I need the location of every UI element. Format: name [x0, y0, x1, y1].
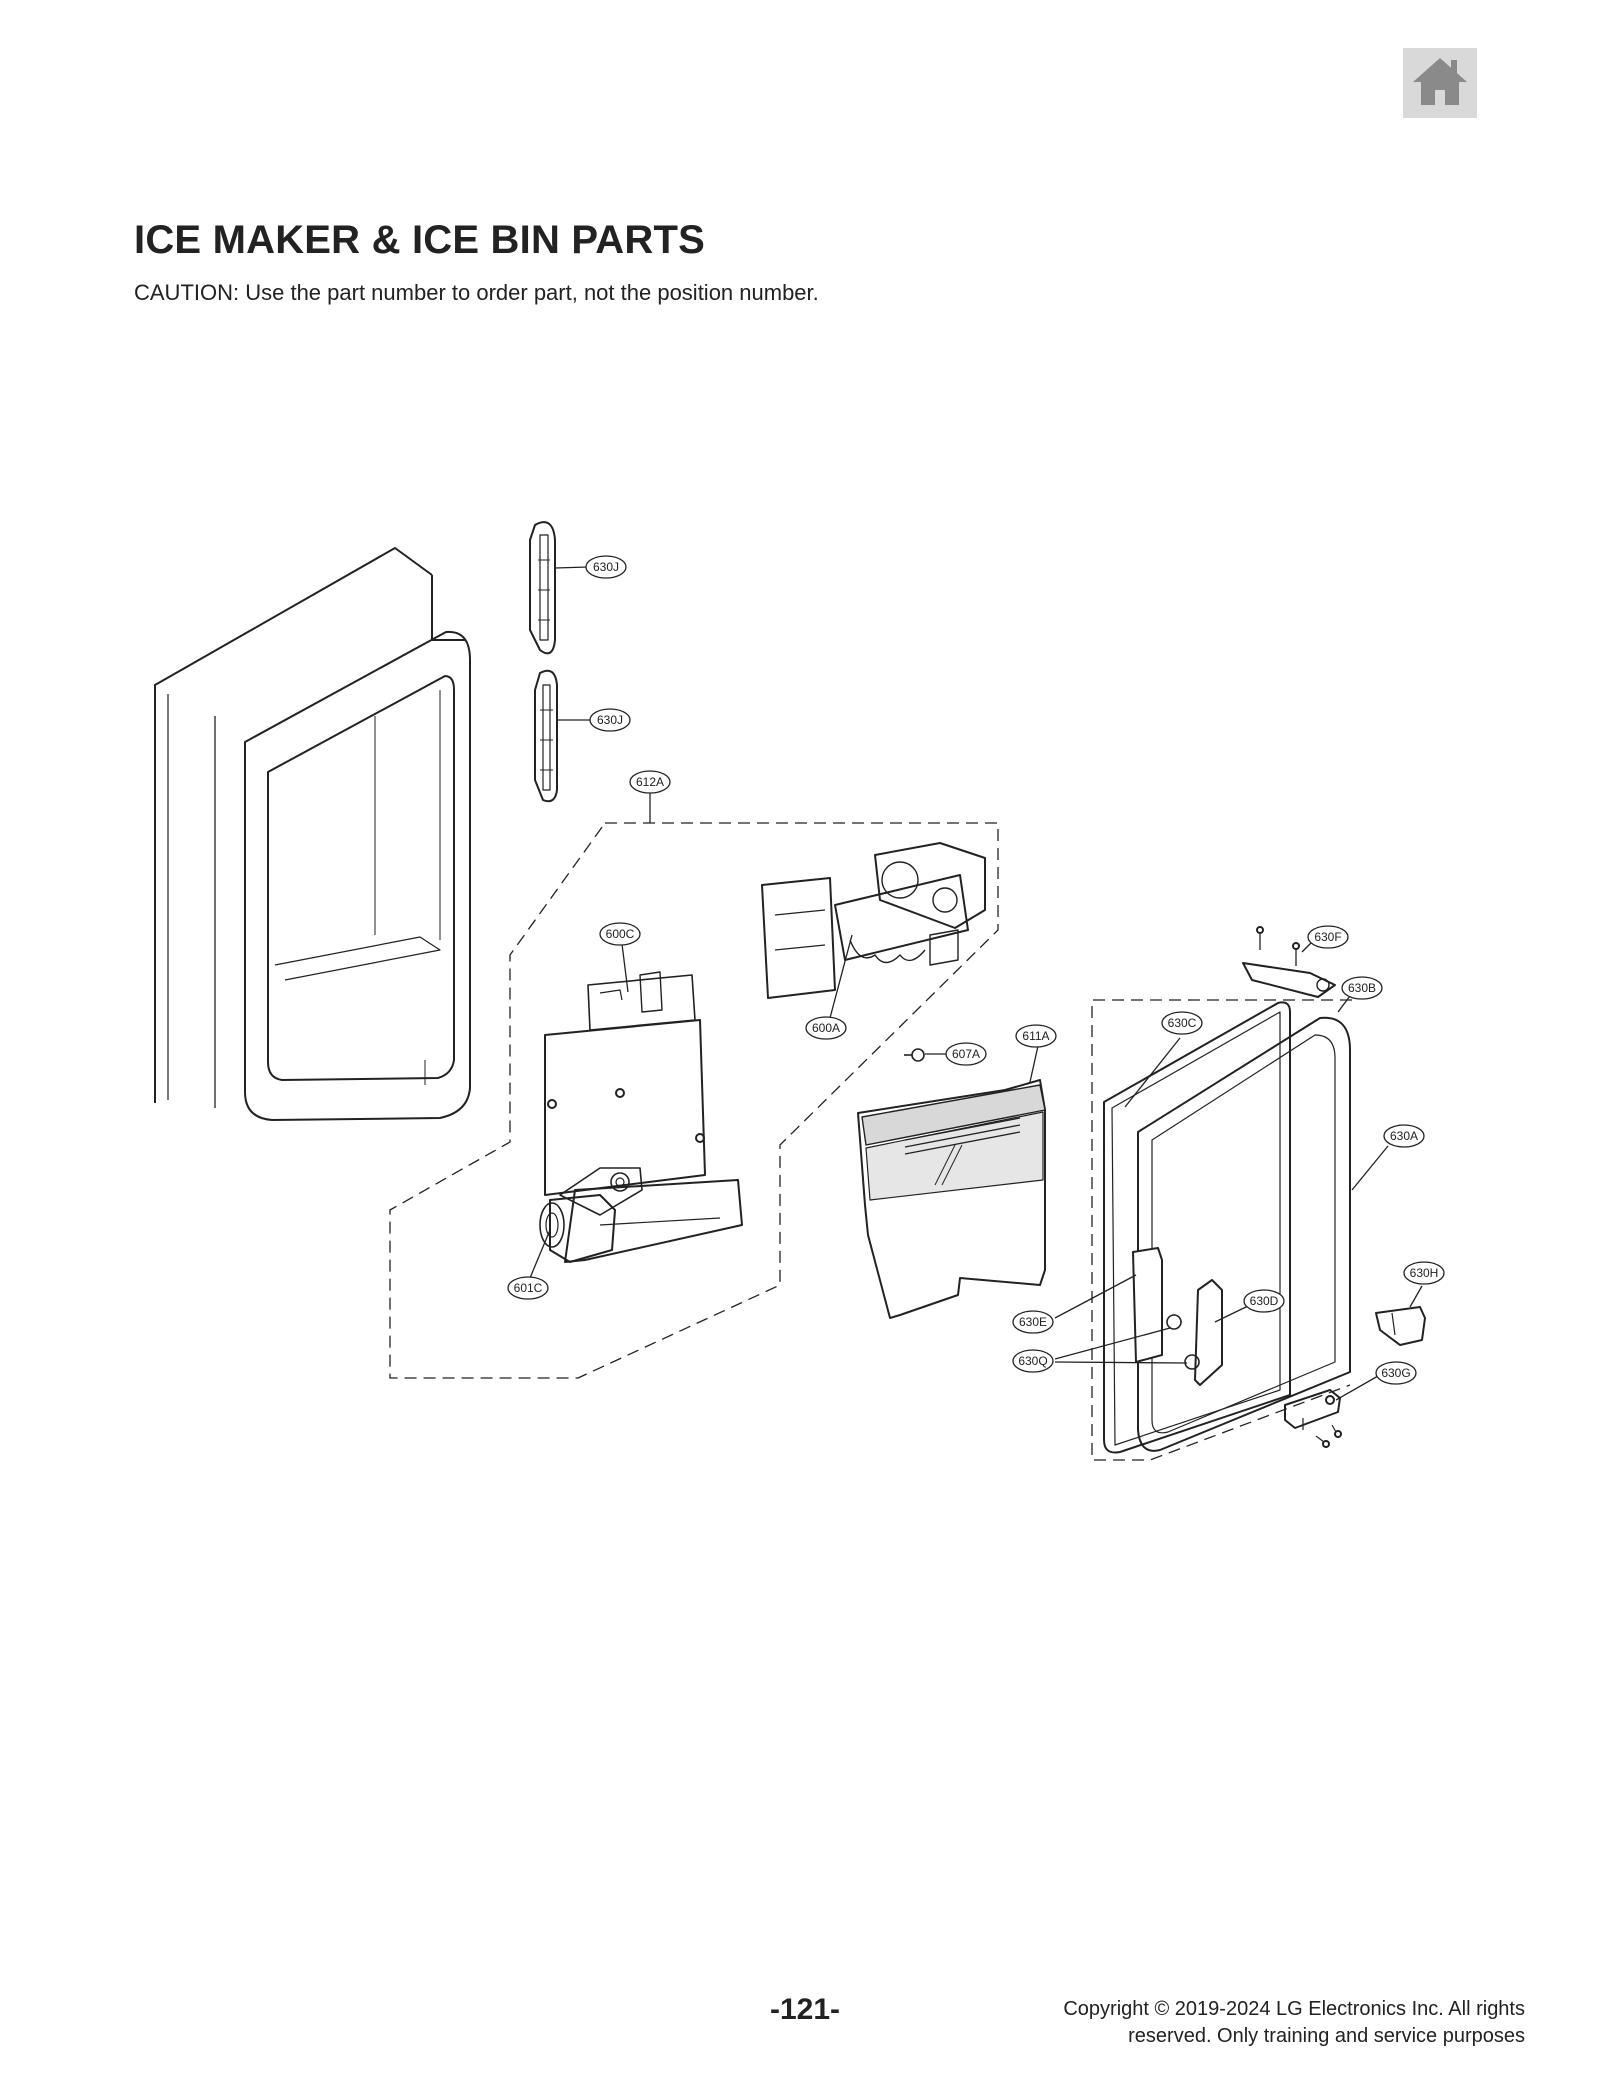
callout-611A: 611A [1015, 1024, 1057, 1048]
callout-600C: 600C [599, 922, 641, 946]
svg-text:630A: 630A [1390, 1129, 1418, 1143]
callout-630F: 630F [1307, 925, 1349, 949]
part-630H-latch [1375, 1306, 1426, 1346]
door-assembly-boundary [1091, 999, 1352, 1461]
copyright-line-2: reserved. Only training and service purp… [1128, 2025, 1525, 2047]
svg-text:630G: 630G [1381, 1366, 1410, 1380]
part-630E-hinge [1132, 1247, 1163, 1363]
svg-text:607A: 607A [952, 1047, 980, 1061]
svg-text:630D: 630D [1250, 1294, 1279, 1308]
part-600C-bracket [544, 971, 743, 1263]
svg-text:630H: 630H [1410, 1266, 1439, 1280]
svg-text:630Q: 630Q [1018, 1354, 1047, 1368]
part-630Q-pins [1166, 1314, 1200, 1370]
svg-text:630C: 630C [1168, 1016, 1197, 1030]
copyright-notice: Copyright © 2019-2024 LG Electronics Inc… [1063, 1996, 1525, 2050]
callout-607A: 607A [945, 1042, 987, 1066]
svg-text:630J: 630J [593, 560, 619, 574]
leader-lines [529, 566, 1423, 1401]
assembly-612A-boundary [389, 822, 999, 1379]
callout-630J-lower: 630J [589, 708, 631, 732]
part-600A-ice-maker [761, 842, 986, 999]
callout-630H: 630H [1403, 1261, 1445, 1285]
callout-630B: 630B [1341, 976, 1383, 1000]
copyright-line-1: Copyright © 2019-2024 LG Electronics Inc… [1063, 1998, 1525, 2020]
callout-630A: 630A [1383, 1124, 1425, 1148]
part-601C-motor [539, 1172, 630, 1263]
svg-text:611A: 611A [1022, 1029, 1049, 1043]
callout-630J-upper: 630J [585, 555, 627, 579]
part-630J-upper [529, 521, 556, 655]
svg-text:600C: 600C [606, 927, 635, 941]
part-630A-door [1137, 1016, 1351, 1452]
callout-630Q: 630Q [1012, 1349, 1054, 1373]
svg-text:600A: 600A [812, 1021, 840, 1035]
part-630F-hinge [1242, 926, 1336, 998]
callout-600A: 600A [805, 1016, 847, 1040]
part-630J-lower [534, 669, 558, 803]
callout-630E: 630E [1012, 1310, 1054, 1334]
part-630C-gasket [1103, 1001, 1291, 1454]
callout-630D: 630D [1243, 1289, 1285, 1313]
part-630D-bracket [1194, 1279, 1223, 1386]
callout-630C: 630C [1161, 1011, 1203, 1035]
callout-612A: 612A [629, 770, 671, 794]
page-title: ICE MAKER & ICE BIN PARTS [134, 218, 705, 262]
door-liner-frame [154, 547, 471, 1121]
page-number: -121- [769, 1993, 841, 2026]
part-607A-screw [904, 1048, 925, 1062]
part-630G-hinge [1284, 1389, 1342, 1448]
callout-630G: 630G [1375, 1361, 1417, 1385]
part-611A-ice-bin [857, 1079, 1046, 1319]
callout-601C: 601C [507, 1276, 549, 1300]
svg-text:612A: 612A [636, 775, 664, 789]
home-button[interactable] [1403, 48, 1477, 118]
svg-text:630F: 630F [1314, 930, 1341, 944]
svg-text:630E: 630E [1019, 1315, 1047, 1329]
svg-text:630J: 630J [597, 713, 623, 727]
home-icon [1413, 58, 1467, 105]
svg-text:601C: 601C [514, 1281, 543, 1295]
svg-text:630B: 630B [1348, 981, 1376, 995]
caution-note: CAUTION: Use the part number to order pa… [134, 280, 819, 305]
